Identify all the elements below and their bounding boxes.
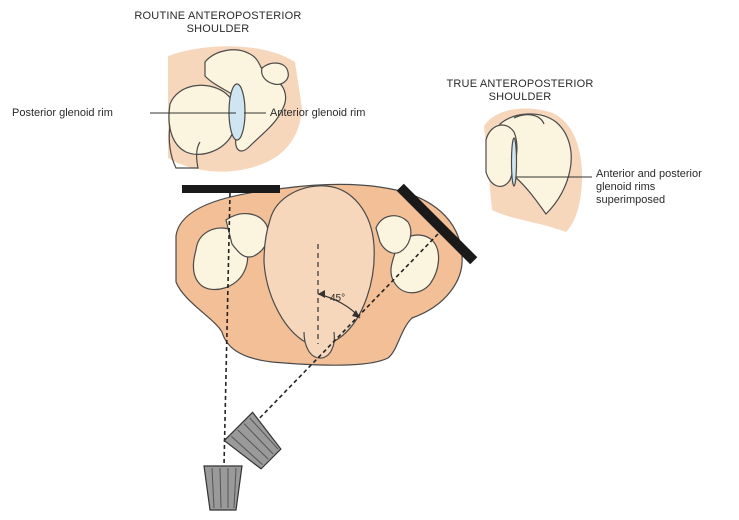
routine-cassette <box>182 185 280 193</box>
routine-glenoid-rims <box>229 84 245 140</box>
posterior-glenoid-rim-label: Posterior glenoid rim <box>12 107 113 120</box>
angle-label: 45° <box>330 292 345 305</box>
routine-title-line-1: ROUTINE ANTEROPOSTERIOR <box>118 10 318 23</box>
anterior-glenoid-rim-label: Anterior glenoid rim <box>270 107 365 120</box>
true-view-title: TRUE ANTEROPOSTERIOR SHOULDER <box>425 78 615 104</box>
superimposed-label-line-3: superimposed <box>596 194 702 207</box>
superimposed-rims-label: Anterior and posterior glenoid rims supe… <box>596 168 702 207</box>
true-ap-shoulder-illustration <box>484 108 592 232</box>
routine-title-line-2: SHOULDER <box>118 23 318 36</box>
superimposed-label-line-1: Anterior and posterior <box>596 168 702 181</box>
true-xray-tube <box>224 412 285 473</box>
true-title-line-1: TRUE ANTEROPOSTERIOR <box>425 78 615 91</box>
routine-xray-tube <box>204 466 242 510</box>
true-title-line-2: SHOULDER <box>425 91 615 104</box>
routine-view-title: ROUTINE ANTEROPOSTERIOR SHOULDER <box>118 10 318 36</box>
true-glenoid-rims <box>512 138 517 186</box>
superimposed-label-line-2: glenoid rims <box>596 181 702 194</box>
